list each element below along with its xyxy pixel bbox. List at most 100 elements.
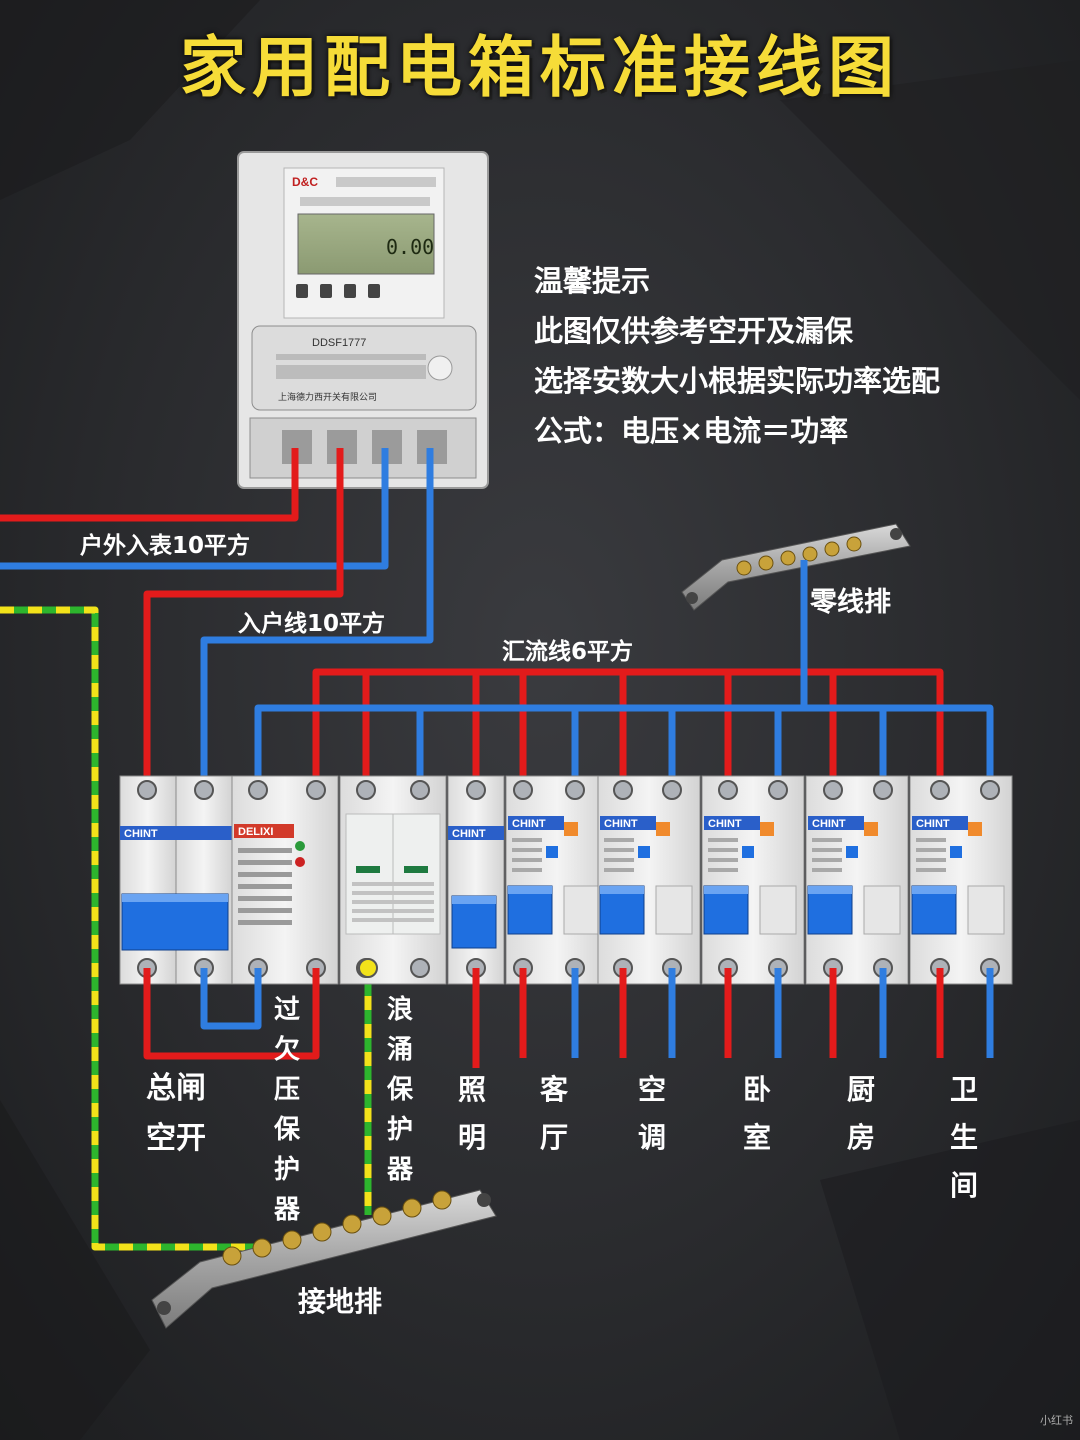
spec-text xyxy=(812,848,842,852)
ground-bar xyxy=(151,1189,497,1329)
watermark: 小红书 xyxy=(1040,1414,1073,1427)
spec-text xyxy=(238,860,292,865)
terminal-screw xyxy=(194,780,214,800)
rcbo-kitchen: CHINT xyxy=(805,775,909,985)
handle-highlight xyxy=(452,896,496,904)
meter-brand: D&C xyxy=(292,175,318,189)
handle-highlight xyxy=(508,886,552,894)
spec-text xyxy=(708,848,738,852)
spec-text xyxy=(916,838,946,842)
circuit-label-living: 客厅 xyxy=(539,1073,568,1154)
earth-terminal xyxy=(358,958,378,978)
spec-text xyxy=(238,848,292,853)
electricity-meter: D&C 0.00 DDSF1777 上海德力西开关有限公司 xyxy=(237,151,489,489)
lighting-brand-plate xyxy=(448,826,504,840)
surge-window xyxy=(356,866,380,873)
indicator xyxy=(546,846,558,858)
rcbo-window xyxy=(863,885,901,935)
spec-text xyxy=(352,918,434,922)
spec-text xyxy=(352,882,434,886)
module-body xyxy=(447,775,505,985)
rcbo-brand: CHINT xyxy=(708,818,742,830)
handle-highlight xyxy=(704,886,748,894)
handle-highlight xyxy=(122,894,228,902)
rcbo-brand-plate xyxy=(600,816,656,830)
module-body xyxy=(597,775,701,985)
spec-text xyxy=(512,848,542,852)
terminal-screw xyxy=(823,780,843,800)
rcbo-window xyxy=(655,885,693,935)
rcbo-brand: CHINT xyxy=(512,818,546,830)
lighting-brand: CHINT xyxy=(452,828,486,840)
terminal-screw xyxy=(873,780,893,800)
circuit-label-bedroom: 卧室 xyxy=(742,1073,771,1154)
main-breaker-plate-2 xyxy=(176,826,232,840)
rcbo-brand: CHINT xyxy=(812,818,846,830)
overvoltage-brand-plate xyxy=(234,824,294,838)
test-button xyxy=(760,822,774,836)
meter-display: 0.00 xyxy=(386,235,434,259)
module-body xyxy=(119,775,177,985)
surge-label: 浪涌保护器 xyxy=(386,995,413,1185)
terminal-screw xyxy=(306,780,326,800)
module-body xyxy=(805,775,909,985)
spec-text xyxy=(916,848,946,852)
rcbo-window xyxy=(563,885,601,935)
spec-text xyxy=(512,838,542,842)
overvoltage-brand: DELIXI xyxy=(238,826,273,838)
indicator xyxy=(638,846,650,858)
rcbo-bedroom: CHINT xyxy=(701,775,805,985)
rcbo-brand: CHINT xyxy=(916,818,950,830)
terminal-screw xyxy=(662,780,682,800)
module-body xyxy=(505,775,609,985)
terminal-screw xyxy=(356,780,376,800)
circuit-label-kitchen: 厨房 xyxy=(846,1073,875,1154)
spec-text xyxy=(604,848,634,852)
spec-text xyxy=(812,868,842,872)
spec-text xyxy=(604,838,634,842)
rcbo-brand-plate xyxy=(912,816,968,830)
meter-wires xyxy=(0,448,434,790)
spec-text xyxy=(604,858,634,862)
spec-text xyxy=(604,868,634,872)
spec-text xyxy=(708,868,738,872)
indicator-led xyxy=(295,841,305,851)
module-body xyxy=(909,775,1013,985)
overvoltage-protector: DELIXI xyxy=(231,775,339,985)
main-breaker-label: 总闸空开 xyxy=(146,1071,206,1156)
rcbo-living: CHINT xyxy=(505,775,609,985)
terminal-screw xyxy=(248,780,268,800)
home-entry-wire-label: 入户线10平方 xyxy=(238,611,386,637)
handle-highlight xyxy=(912,886,956,894)
rcbo-bathroom: CHINT xyxy=(909,775,1013,985)
terminal-screw xyxy=(768,780,788,800)
spec-text xyxy=(238,896,292,901)
terminal-screw xyxy=(930,780,950,800)
circuit-label-ac: 空调 xyxy=(637,1073,666,1154)
module-body xyxy=(175,775,233,985)
overvoltage-label: 过欠压保护器 xyxy=(273,995,300,1225)
terminal-screw xyxy=(410,780,430,800)
indicator xyxy=(846,846,858,858)
terminal-screw xyxy=(137,780,157,800)
spec-text xyxy=(238,884,292,889)
rcbo-brand-plate xyxy=(508,816,564,830)
spec-text xyxy=(238,908,292,913)
main-breaker-brand-plate xyxy=(120,826,176,840)
spec-text xyxy=(238,920,292,925)
spec-text xyxy=(916,858,946,862)
output-wires xyxy=(143,968,994,1068)
spec-text xyxy=(916,868,946,872)
tips-box: 温馨提示 此图仅供参考空开及漏保 选择安数大小根据实际功率选配 公式：电压×电流… xyxy=(534,256,940,456)
test-button xyxy=(968,822,982,836)
indicator-led xyxy=(295,857,305,867)
terminal-screw xyxy=(565,780,585,800)
spec-text xyxy=(812,838,842,842)
rcbo-brand-plate xyxy=(704,816,760,830)
spec-text xyxy=(352,891,434,895)
tips-line-3: 公式：电压×电流＝功率 xyxy=(534,414,849,448)
ground-bar-label: 接地排 xyxy=(298,1285,383,1318)
